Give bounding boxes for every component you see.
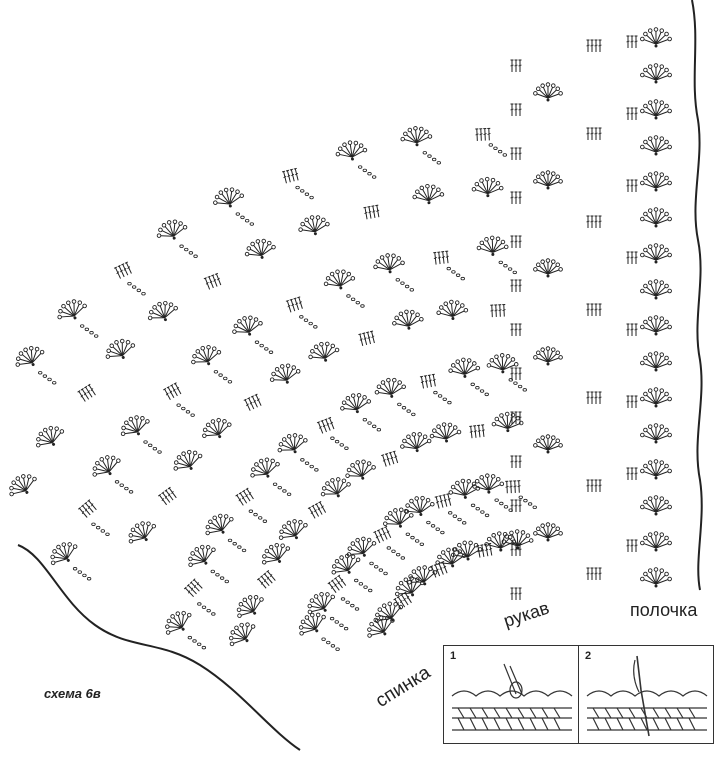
front-label: полочка — [630, 600, 698, 620]
step-2-illustration — [586, 655, 708, 737]
technique-inset: 1 2 — [443, 645, 714, 744]
step-2-number: 2 — [585, 650, 592, 662]
front-edge-line — [691, 0, 703, 591]
step-1-number: 1 — [450, 650, 457, 662]
step-1-illustration — [451, 663, 573, 731]
stitch-motifs — [9, 27, 672, 651]
scheme-caption: схема 6в — [44, 686, 101, 701]
hem-edge-line — [17, 544, 301, 751]
technique-step-2: 2 — [579, 646, 713, 743]
technique-step-1: 1 — [444, 646, 579, 743]
